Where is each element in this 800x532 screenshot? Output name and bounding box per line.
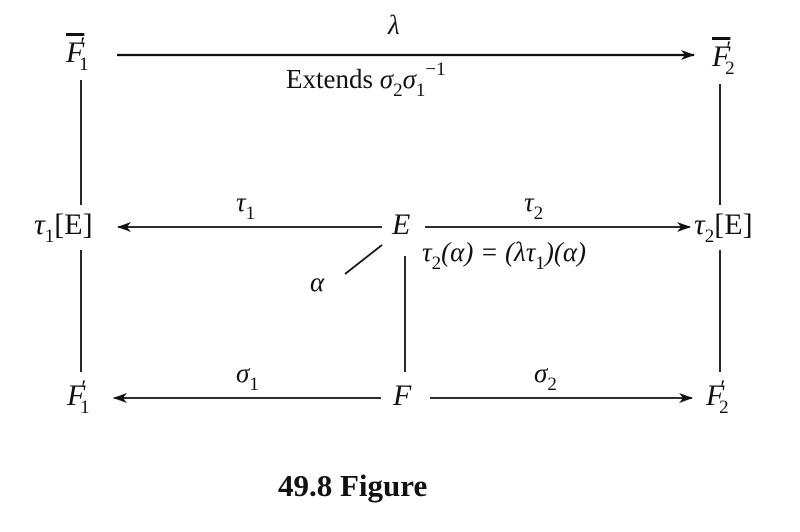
subscript: 1 (249, 374, 259, 395)
superscript: −1 (425, 59, 446, 80)
prime-mark: ′ (81, 375, 87, 400)
edge-E-alpha (344, 244, 383, 275)
subscript: 1 (79, 54, 89, 75)
tau: τ (236, 187, 246, 217)
node-E: E (392, 208, 411, 241)
node-F2-prime: F′2 (706, 375, 729, 418)
sigma: σ (236, 358, 250, 388)
subscript: 2 (533, 203, 544, 224)
node-tau1-E: τ1[E] (34, 208, 93, 247)
sigma: σ (402, 64, 416, 94)
label-sigma1: σ1 (236, 358, 259, 395)
prime-mark: ′ (80, 32, 86, 57)
prime-mark: ′ (726, 36, 732, 61)
tau: τ (34, 208, 45, 241)
subscript: 1 (44, 226, 55, 247)
figure-caption: 49.8 Figure (278, 468, 428, 503)
node-F2-bar: F′2 (712, 36, 735, 79)
tau: τ (422, 237, 432, 267)
node-base: F (67, 379, 86, 412)
node-F: F (393, 379, 412, 412)
extends-text: Extends (286, 64, 380, 94)
label-sigma2: σ2 (534, 358, 557, 395)
subscript: 2 (393, 80, 403, 101)
sigma: σ (379, 64, 394, 94)
label-alpha: α (310, 267, 325, 297)
subscript: 1 (245, 203, 256, 224)
subscript: 2 (547, 374, 557, 395)
node-base: F (706, 379, 725, 412)
arg: [E] (714, 208, 753, 241)
node-base: F (66, 36, 85, 69)
prime-mark: ′ (720, 375, 726, 400)
node-F1-prime: F′1 (67, 375, 90, 418)
label-lambda: λ (388, 10, 400, 40)
subscript: 2 (725, 58, 735, 79)
subscript: 2 (431, 253, 442, 274)
tau: τ (524, 187, 534, 217)
tau: τ (694, 208, 705, 241)
subscript: 2 (704, 226, 715, 247)
label-tau1: τ1 (236, 187, 255, 224)
label-tau2: τ2 (524, 187, 543, 224)
subscript: 1 (80, 397, 90, 418)
subscript: 2 (719, 397, 729, 418)
node-tau2-E: τ2[E] (694, 208, 753, 247)
node-F1-bar: F′1 (66, 32, 89, 75)
label-extends: Extends σ2σ1−1 (286, 59, 446, 101)
subscript: 1 (415, 80, 426, 101)
sigma: σ (534, 358, 548, 388)
subscript: 1 (535, 253, 545, 274)
arg: [E] (54, 208, 93, 241)
node-base: F (712, 40, 731, 73)
equation-end: )(α) (544, 237, 587, 267)
equation-middle: (α) = (λτ (441, 237, 536, 267)
label-tau2-equation: τ2(α) = (λτ1)(α) (422, 237, 587, 274)
